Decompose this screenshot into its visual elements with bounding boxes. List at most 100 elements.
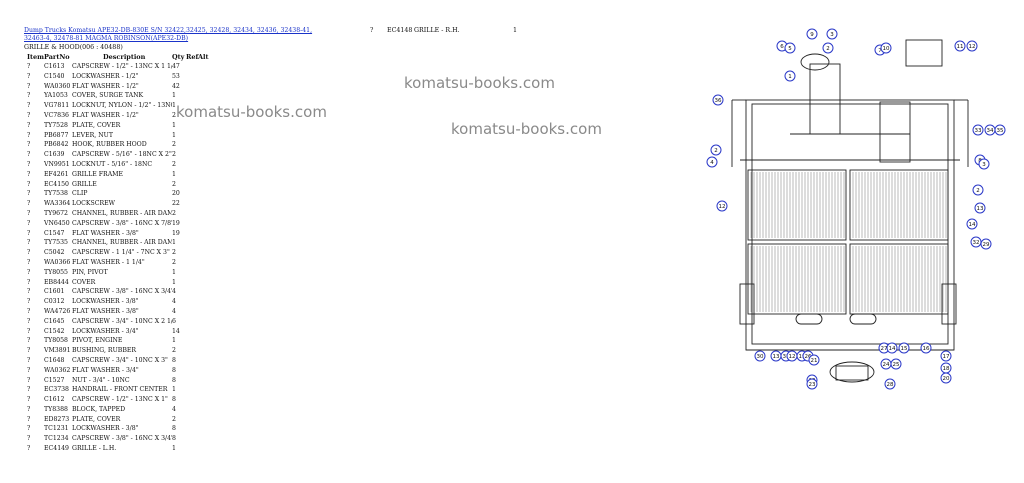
- callout-label: 29: [983, 242, 990, 248]
- selected-item: ?: [370, 27, 374, 34]
- callout-label: 2: [826, 46, 830, 52]
- row-partno: YA1053: [44, 92, 68, 100]
- callout-15: 15: [898, 342, 910, 354]
- row-item: ?: [27, 396, 31, 404]
- row-description: PIVOT, ENGINE: [72, 337, 123, 345]
- row-item: ?: [27, 347, 31, 355]
- row-item: ?: [27, 249, 31, 257]
- row-description: FLAT WASHER - 1/2": [72, 82, 139, 90]
- col-item: Item: [27, 53, 45, 61]
- row-description: CAPSCREW - 1 1/4" - 7NC X 3": [72, 249, 170, 257]
- callout-label: 21: [811, 358, 818, 364]
- row-partno: VM3891: [44, 347, 71, 355]
- callout-32: 32: [970, 236, 982, 248]
- callout-label: 31: [783, 354, 790, 360]
- callout-label: 27: [881, 346, 888, 352]
- row-partno: PB6877: [44, 131, 69, 139]
- row-description: BLOCK, TAPPED: [72, 405, 126, 413]
- row-item: ?: [27, 180, 31, 188]
- callout-36: 36: [712, 94, 724, 106]
- row-item: ?: [27, 288, 31, 296]
- row-qty: 2: [172, 415, 176, 423]
- row-partno: C1542: [44, 327, 65, 335]
- row-item: ?: [27, 72, 31, 80]
- callout-30: 30: [754, 350, 766, 362]
- row-qty: 2: [172, 160, 176, 168]
- callout-label: 3: [982, 162, 986, 168]
- row-qty: 2: [172, 347, 176, 355]
- row-partno: C1527: [44, 376, 65, 384]
- row-description: LEVER, NUT: [72, 131, 113, 139]
- callout-label: 13: [977, 206, 984, 212]
- row-description: CAPSCREW - 3/4" - 10NC X 2 1/4": [72, 317, 172, 325]
- row-partno: TY9672: [44, 209, 68, 217]
- row-partno: C1648: [44, 356, 65, 364]
- row-qty: 8: [172, 425, 176, 433]
- breadcrumb-title-link[interactable]: Dump Trucks Komatsu APE32-DB-830E S/N 32…: [24, 27, 313, 42]
- callout-4: 4: [706, 156, 718, 168]
- row-partno: VC7836: [44, 111, 69, 119]
- row-item: ?: [27, 405, 31, 413]
- row-item: ?: [27, 307, 31, 315]
- row-description: FLAT WASHER - 3/8": [72, 229, 139, 237]
- row-description: LOCKWASHER - 1/2": [72, 72, 139, 80]
- callout-label: 1: [788, 74, 792, 80]
- col-ref: Ref: [186, 53, 199, 61]
- callout-34: 34: [984, 124, 996, 136]
- row-qty: 8: [172, 376, 176, 384]
- callout-label: 36: [715, 98, 722, 104]
- callout-label: 3: [830, 32, 834, 38]
- row-partno: WA3364: [44, 200, 71, 208]
- row-qty: 22: [172, 200, 180, 208]
- row-qty: 8: [172, 396, 176, 404]
- row-description: BUSHING, RUBBER: [72, 347, 137, 355]
- row-qty: 4: [172, 298, 176, 306]
- row-description: CAPSCREW - 3/8" - 16NC X 7/8": [72, 219, 172, 227]
- callout-label: 23: [809, 382, 816, 388]
- row-partno: C1645: [44, 317, 65, 325]
- row-description: PIN, PIVOT: [72, 268, 108, 276]
- callout-label: 20: [943, 376, 950, 382]
- row-partno: C1547: [44, 229, 65, 237]
- row-qty: 2: [172, 141, 176, 149]
- row-description: LOCKWASHER - 3/8": [72, 425, 139, 433]
- row-item: ?: [27, 229, 31, 237]
- callout-label: 17: [943, 354, 950, 360]
- row-item: ?: [27, 219, 31, 227]
- row-description: CHANNEL, RUBBER - AIR DAM: [72, 239, 172, 247]
- row-item: ?: [27, 356, 31, 364]
- row-description: PLATE, COVER: [72, 415, 121, 423]
- row-partno: VG7811: [44, 102, 70, 110]
- row-partno: PB6842: [44, 141, 69, 149]
- callout-label: 9: [810, 32, 814, 38]
- row-item: ?: [27, 386, 31, 394]
- row-item: ?: [27, 131, 31, 139]
- callout-24: 24: [880, 358, 892, 370]
- row-description: CAPSCREW - 3/8" - 16NC X 3/4": [72, 288, 172, 296]
- callout-label: 4: [710, 160, 714, 166]
- callout-2: 2: [972, 184, 984, 196]
- row-partno: WA4726: [44, 307, 71, 315]
- callout-28: 28: [884, 378, 896, 390]
- grille-hood-diagram: 3665932710111233343512483212131432293013…: [706, 28, 1006, 390]
- col-qty: Qty: [172, 53, 185, 61]
- callout-14: 14: [966, 218, 978, 230]
- callout-21: 21: [808, 354, 820, 366]
- watermark-1: komatsu-books.com: [404, 74, 555, 92]
- watermark-2: komatsu-books.com: [176, 103, 327, 121]
- row-partno: C1639: [44, 151, 65, 159]
- row-partno: C1612: [44, 396, 65, 404]
- callout-label: 15: [901, 346, 908, 352]
- callout-label: 28: [887, 382, 894, 388]
- row-item: ?: [27, 92, 31, 100]
- watermark-3: komatsu-books.com: [451, 120, 602, 138]
- row-partno: TY7528: [44, 121, 68, 129]
